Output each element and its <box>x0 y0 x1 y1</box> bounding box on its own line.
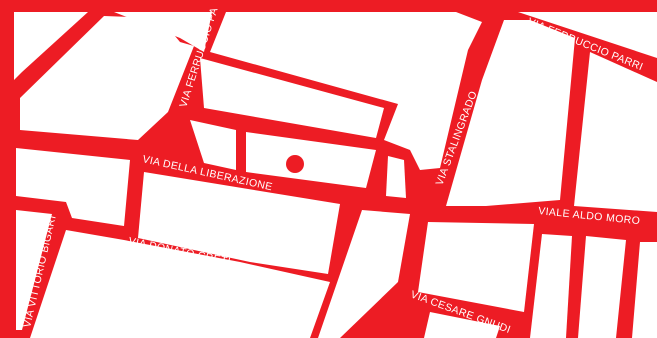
block-northeast <box>446 20 575 206</box>
block-south-center <box>318 210 410 338</box>
block-southeast-3 <box>632 242 657 338</box>
block-far-northeast <box>518 12 657 58</box>
block-center-west <box>138 172 340 274</box>
block-far-west-south <box>16 210 52 330</box>
block-south-center-east <box>418 222 534 312</box>
block-building-west <box>190 120 236 170</box>
block-southwest <box>30 230 330 338</box>
block-north-center-east <box>210 12 482 170</box>
block-bottom-strip <box>424 312 500 338</box>
block-southeast-2 <box>578 236 626 338</box>
block-building-center <box>246 132 376 188</box>
block-east <box>574 52 657 212</box>
block-north-west-center <box>20 16 194 140</box>
block-building-north <box>200 58 384 138</box>
block-nw <box>14 12 88 80</box>
block-southeast-1 <box>530 234 572 338</box>
block-building-east <box>386 156 406 198</box>
block-west <box>16 148 130 226</box>
city-blocks <box>14 12 657 338</box>
location-dot-icon <box>286 155 304 173</box>
block-north-center <box>114 12 212 52</box>
